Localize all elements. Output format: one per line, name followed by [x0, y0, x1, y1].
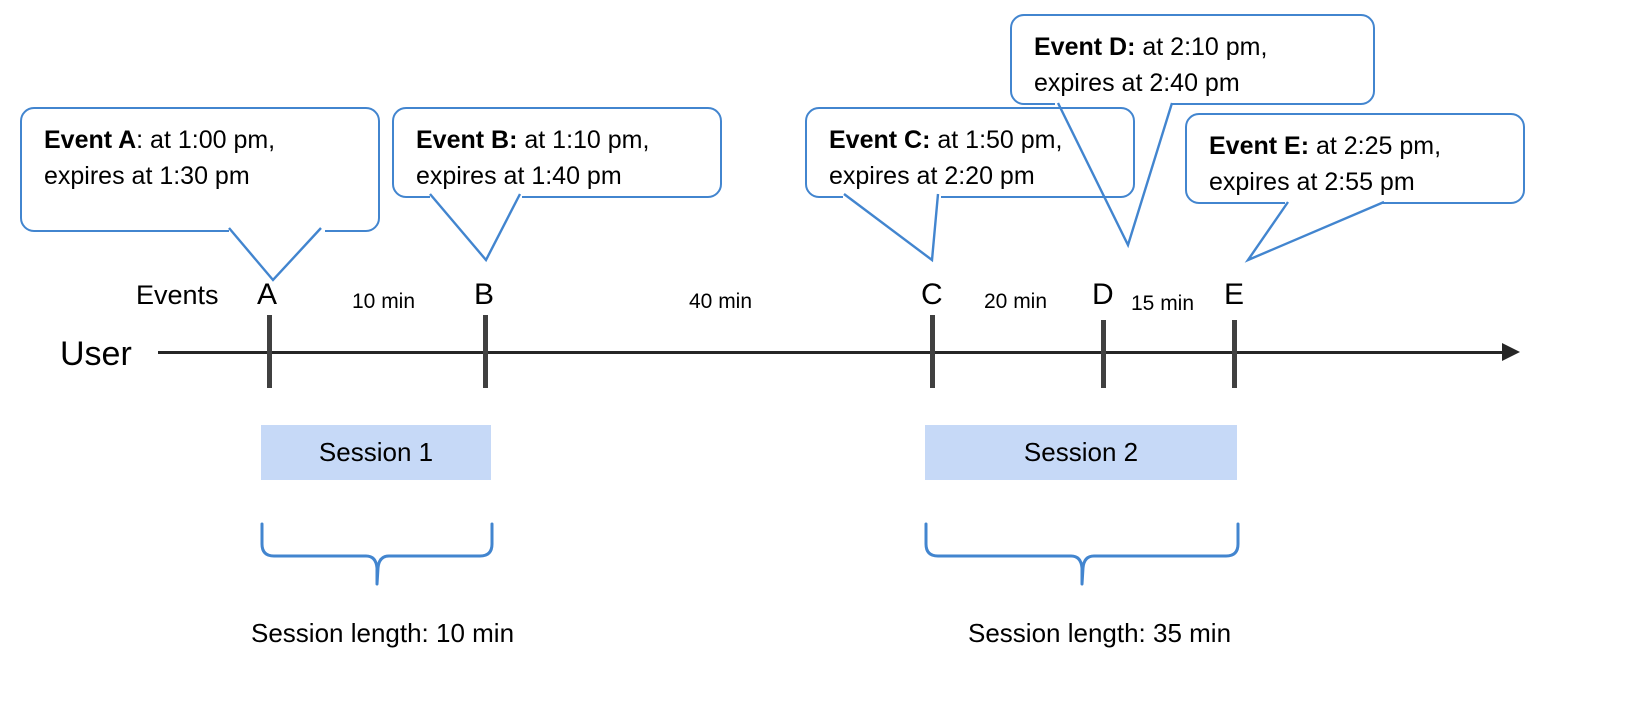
callout-e-sep: : [1300, 132, 1310, 160]
callout-d-tail [1056, 102, 1174, 249]
session-2-length-caption: Session length: 35 min [968, 618, 1232, 648]
gap-label-b-c: 40 min [689, 290, 753, 313]
callout-c-line1: at 1:50 pm, [930, 126, 1063, 154]
tick-event-c [930, 315, 935, 388]
callout-b-tail-mask [430, 192, 522, 200]
callout-e-tail-mask [1285, 198, 1382, 206]
callout-e-line2: expires at 2:55 pm [1209, 167, 1415, 196]
tick-event-d [1101, 320, 1106, 388]
callout-c-tail [843, 193, 940, 263]
brace-session-2 [924, 522, 1240, 586]
gap-label-a-b: 10 min [352, 290, 416, 313]
callout-c-tail-mask [843, 192, 941, 200]
callout-c-sep: : [922, 126, 931, 154]
marker-label-d: D [1092, 278, 1114, 311]
callout-a-tail-mask [229, 226, 325, 234]
marker-label-c: C [921, 278, 943, 311]
callout-e-title: Event E [1209, 132, 1301, 160]
timeline-axis [158, 351, 1506, 354]
gap-label-c-d: 20 min [984, 290, 1048, 313]
callout-b-sep: : [509, 126, 518, 154]
callout-e-line1: at 2:25 pm, [1309, 132, 1442, 160]
callout-event-d: Event D: at 2:10 pm, expires at 2:40 pm [1010, 14, 1375, 105]
callout-event-c: Event C: at 1:50 pm, expires at 2:20 pm [805, 107, 1135, 198]
callout-d-line1: at 2:10 pm, [1135, 33, 1268, 61]
tick-event-a [267, 315, 272, 388]
callout-a-line2: expires at 1:30 pm [44, 161, 250, 190]
callout-a-line1: at 1:00 pm, [143, 126, 276, 154]
tick-event-b [483, 315, 488, 388]
session-bar-1-label: Session 1 [318, 437, 434, 467]
callout-d-tail-mask [1055, 99, 1171, 107]
callout-e-tail [1244, 200, 1385, 263]
brace-session-1 [260, 522, 494, 586]
callout-event-a: Event A: at 1:00 pm, expires at 1:30 pm [20, 107, 380, 232]
callout-a-title: Event A [44, 126, 137, 154]
session-bar-2-label: Session 2 [1023, 437, 1139, 467]
tick-event-e [1232, 320, 1237, 388]
callout-c-title: Event C [829, 126, 923, 154]
lane-label-user: User [60, 335, 132, 373]
callout-a-tail [228, 227, 322, 282]
callout-b-tail [429, 193, 522, 263]
session-1-length-caption: Session length: 10 min [251, 618, 515, 648]
marker-label-b: B [474, 278, 495, 311]
callout-c-line2: expires at 2:20 pm [829, 161, 1035, 190]
marker-label-e: E [1224, 278, 1245, 311]
callout-d-line2: expires at 2:40 pm [1034, 68, 1240, 97]
callout-event-b: Event B: at 1:10 pm, expires at 1:40 pm [392, 107, 722, 198]
marker-label-a: A [257, 278, 278, 311]
callout-a-sep: : [136, 126, 144, 154]
callout-d-sep: : [1127, 33, 1136, 61]
callout-b-title: Event B [416, 126, 510, 154]
callout-b-line1: at 1:10 pm, [517, 126, 650, 154]
timeline-arrowhead-icon [1502, 343, 1520, 361]
session-bar-2: Session 2 [925, 425, 1237, 480]
lane-label-events: Events [136, 280, 219, 310]
callout-b-line2: expires at 1:40 pm [416, 161, 622, 190]
session-bar-1: Session 1 [261, 425, 491, 480]
callout-d-title: Event D [1034, 33, 1128, 61]
callout-event-e: Event E: at 2:25 pm, expires at 2:55 pm [1185, 113, 1525, 204]
gap-label-d-e: 15 min [1131, 292, 1195, 315]
